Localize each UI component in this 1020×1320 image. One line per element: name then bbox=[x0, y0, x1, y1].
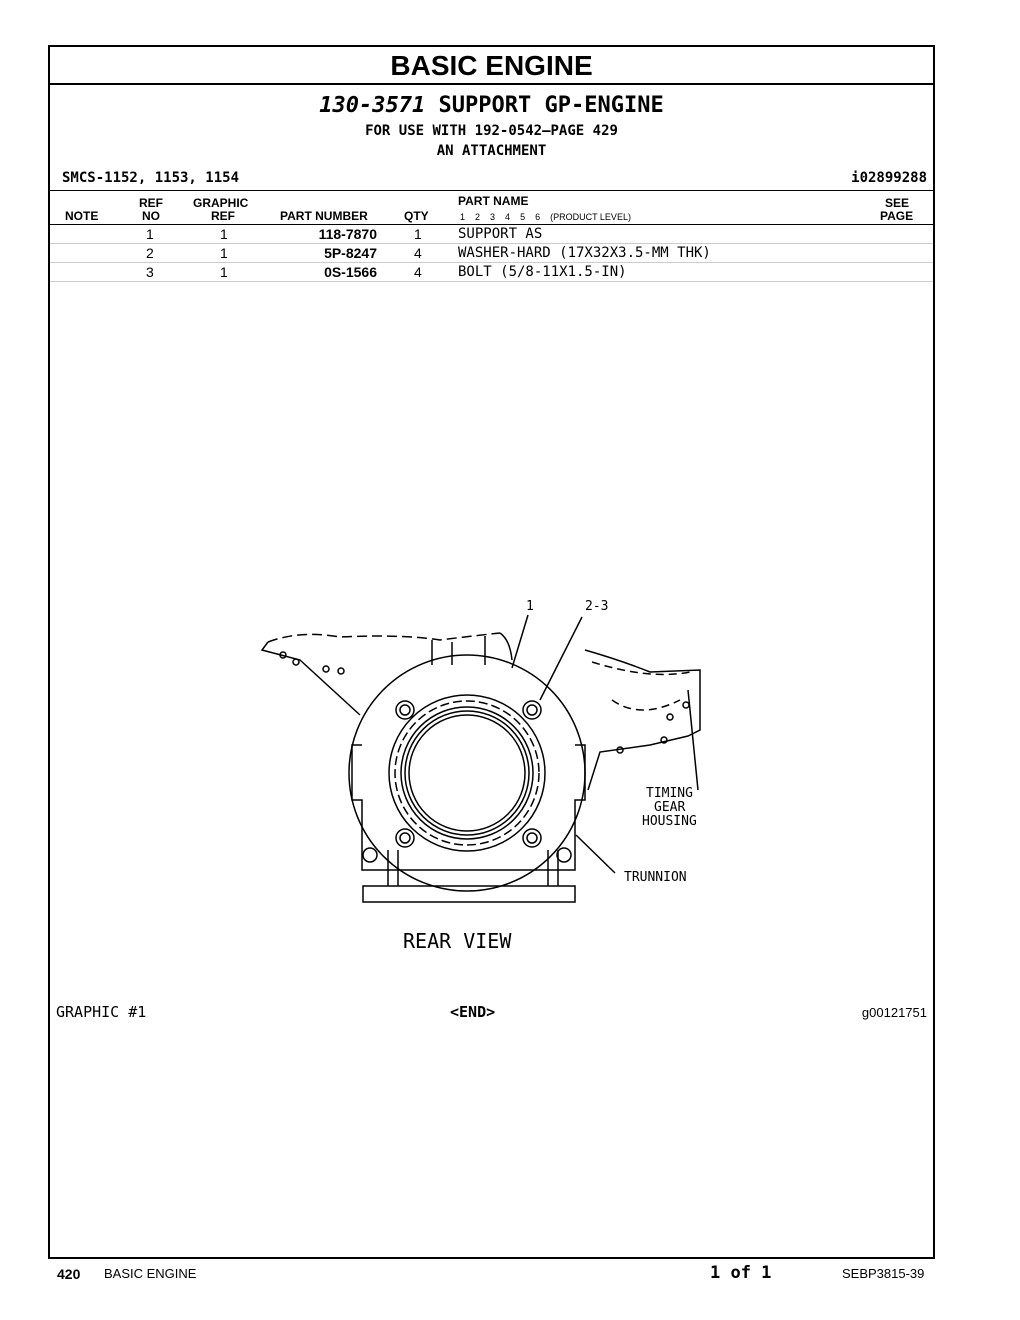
page-title: BASIC ENGINE bbox=[50, 47, 933, 85]
ref-no: 3 bbox=[146, 264, 154, 280]
part-number: 0S-1566 bbox=[324, 264, 377, 280]
header-divider bbox=[50, 190, 933, 191]
end-marker: <END> bbox=[450, 1003, 496, 1021]
product-level: 5 bbox=[520, 212, 526, 222]
col-ref-bottom: NO bbox=[142, 209, 160, 223]
col-part-number: PART NUMBER bbox=[280, 209, 368, 223]
view-label: REAR VIEW bbox=[403, 929, 512, 953]
product-level: 1 bbox=[460, 212, 466, 222]
graphic-id: g00121751 bbox=[861, 1005, 927, 1020]
col-see-bottom: PAGE bbox=[880, 209, 914, 223]
col-qty: QTY bbox=[404, 209, 429, 223]
graphic-ref: 1 bbox=[220, 245, 228, 261]
smcs-codes: SMCS-1152, 1153, 1154 bbox=[62, 170, 240, 186]
rear-view-illustration: 1 2-3 TIMING GEAR HOUSING TRUNNION REAR … bbox=[260, 599, 701, 953]
col-ref-top: REF bbox=[139, 196, 163, 210]
part-name: SUPPORT AS bbox=[458, 226, 543, 242]
document-id: i02899288 bbox=[851, 170, 927, 186]
qty: 4 bbox=[414, 264, 422, 280]
part-name: BOLT (5/8-11X1.5-IN) bbox=[458, 264, 627, 280]
qty: 1 bbox=[414, 226, 422, 242]
group-title: 130-3571 SUPPORT GP-ENGINE bbox=[50, 93, 933, 118]
for-use-with: FOR USE WITH 192-0542—PAGE 429 bbox=[365, 123, 618, 139]
page-of: 1 of 1 bbox=[710, 1263, 772, 1283]
graphic-label: GRAPHIC #1 bbox=[56, 1003, 147, 1021]
part-number: 118-7870 bbox=[318, 226, 377, 242]
ref-no: 1 bbox=[146, 226, 154, 242]
label-trunnion: TRUNNION bbox=[624, 870, 687, 885]
label-timing: TIMING bbox=[646, 786, 693, 801]
product-level: 3 bbox=[490, 212, 496, 222]
label-housing: HOUSING bbox=[642, 814, 697, 829]
callout-1: 1 bbox=[526, 599, 534, 614]
product-level: 6 bbox=[535, 212, 541, 222]
col-see-top: SEE bbox=[885, 196, 910, 210]
col-graphic-bottom: REF bbox=[211, 209, 235, 223]
col-note: NOTE bbox=[65, 209, 99, 223]
product-level: 4 bbox=[505, 212, 511, 222]
attachment-note: AN ATTACHMENT bbox=[436, 143, 547, 159]
callout-2-3: 2-3 bbox=[585, 599, 608, 614]
table-row: 2 1 5P-8247 4 WASHER-HARD (17X32X3.5-MM … bbox=[50, 244, 933, 263]
graphic-ref: 1 bbox=[220, 226, 228, 242]
col-part-name: PART NAME bbox=[458, 194, 529, 208]
columns-divider bbox=[50, 224, 933, 225]
page-number: 420 bbox=[57, 1266, 81, 1282]
part-name: WASHER-HARD (17X32X3.5-MM THK) bbox=[458, 245, 711, 261]
label-gear: GEAR bbox=[654, 800, 685, 815]
ref-no: 2 bbox=[146, 245, 154, 261]
product-level-label: (PRODUCT LEVEL) bbox=[550, 212, 631, 222]
qty: 4 bbox=[414, 245, 422, 261]
footer-section: BASIC ENGINE bbox=[104, 1266, 197, 1281]
group-number: 130-3571 bbox=[319, 93, 426, 118]
doc-code: SEBP3815-39 bbox=[842, 1266, 925, 1281]
product-level: 2 bbox=[475, 212, 481, 222]
table-row: 3 1 0S-1566 4 BOLT (5/8-11X1.5-IN) bbox=[50, 263, 933, 282]
table-row: 1 1 118-7870 1 SUPPORT AS bbox=[50, 225, 933, 244]
part-number: 5P-8247 bbox=[324, 245, 377, 261]
graphic-ref: 1 bbox=[220, 264, 228, 280]
page-frame: BASIC ENGINE 130-3571 SUPPORT GP-ENGINE … bbox=[48, 45, 935, 1259]
group-name: SUPPORT GP-ENGINE bbox=[438, 93, 664, 118]
col-graphic-top: GRAPHIC bbox=[193, 196, 249, 210]
